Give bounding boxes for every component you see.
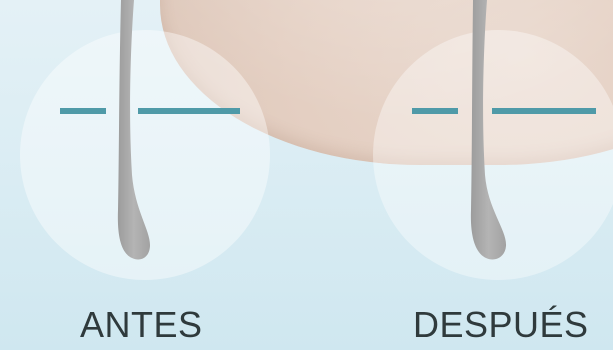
before-label: ANTES bbox=[80, 304, 203, 346]
after-label: DESPUÉS bbox=[413, 304, 589, 346]
skin-line-before bbox=[60, 108, 240, 114]
hair-strand-icon bbox=[471, 0, 506, 260]
hair-strand-icon bbox=[118, 0, 150, 259]
skin-line-after bbox=[412, 108, 596, 114]
